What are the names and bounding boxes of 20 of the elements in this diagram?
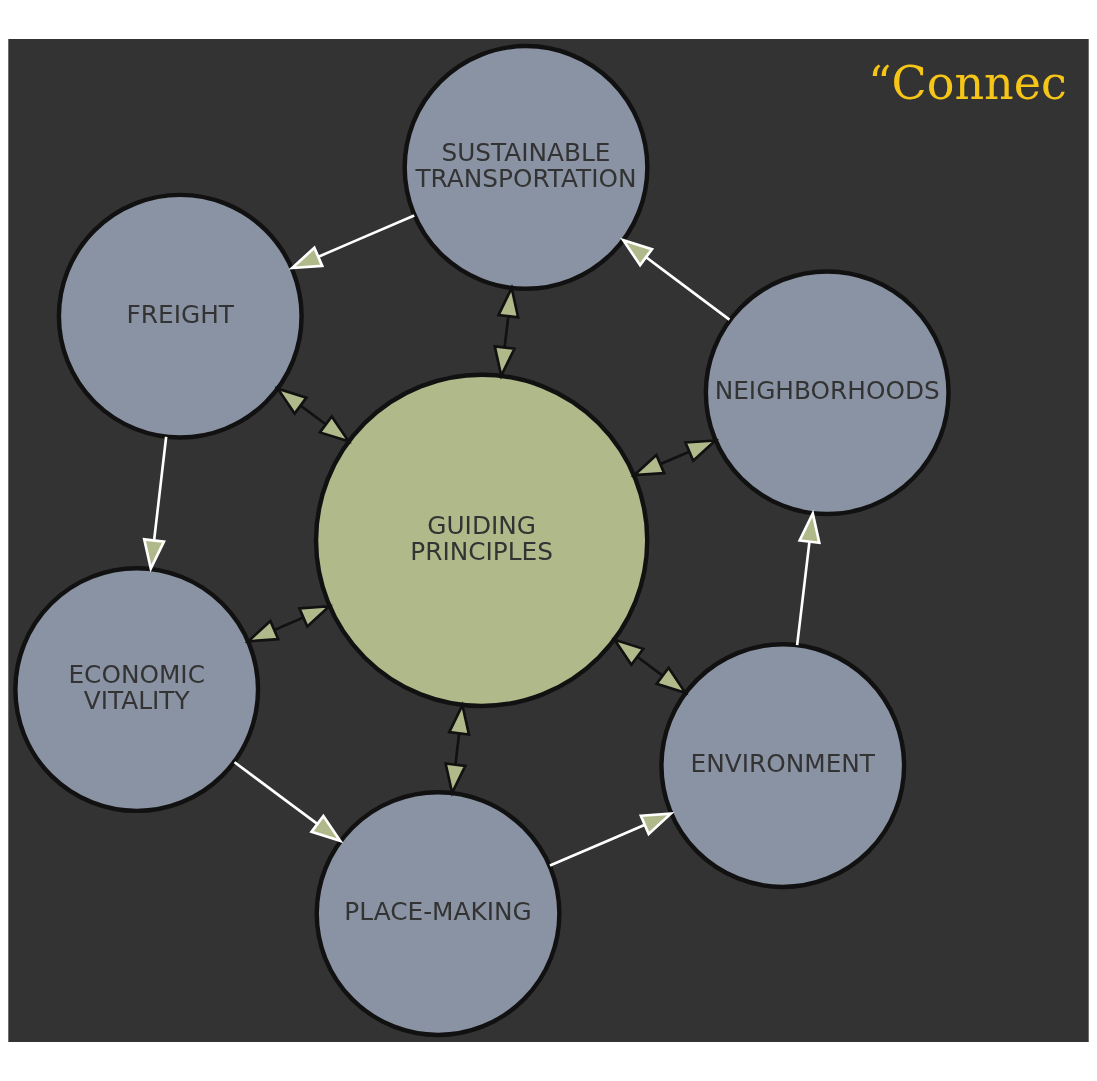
arrow: [244, 604, 334, 643]
arrow: [443, 701, 471, 797]
arrow: [493, 284, 520, 380]
arrow: [795, 509, 821, 646]
arrow: [142, 436, 168, 573]
arrow: [233, 761, 344, 844]
node-circle: ECONOMIC VITALITY: [13, 566, 261, 814]
node-circle: SUSTAINABLE TRANSPORTATION: [402, 43, 650, 291]
node-circle: FREIGHT: [56, 192, 304, 440]
node-circle: ENVIRONMENT: [659, 642, 907, 890]
node-circle: NEIGHBORHOODS: [703, 269, 951, 517]
node-circle: PLACE-MAKING: [314, 790, 562, 1038]
label: “Connec: [867, 56, 1067, 111]
arrow: [620, 237, 731, 321]
arrow: [630, 438, 720, 477]
arrow: [549, 812, 675, 867]
node-circle: GUIDING PRINCIPLES: [313, 372, 650, 709]
arrow: [288, 214, 415, 270]
arrow: [611, 637, 689, 696]
arrow: [274, 386, 352, 444]
